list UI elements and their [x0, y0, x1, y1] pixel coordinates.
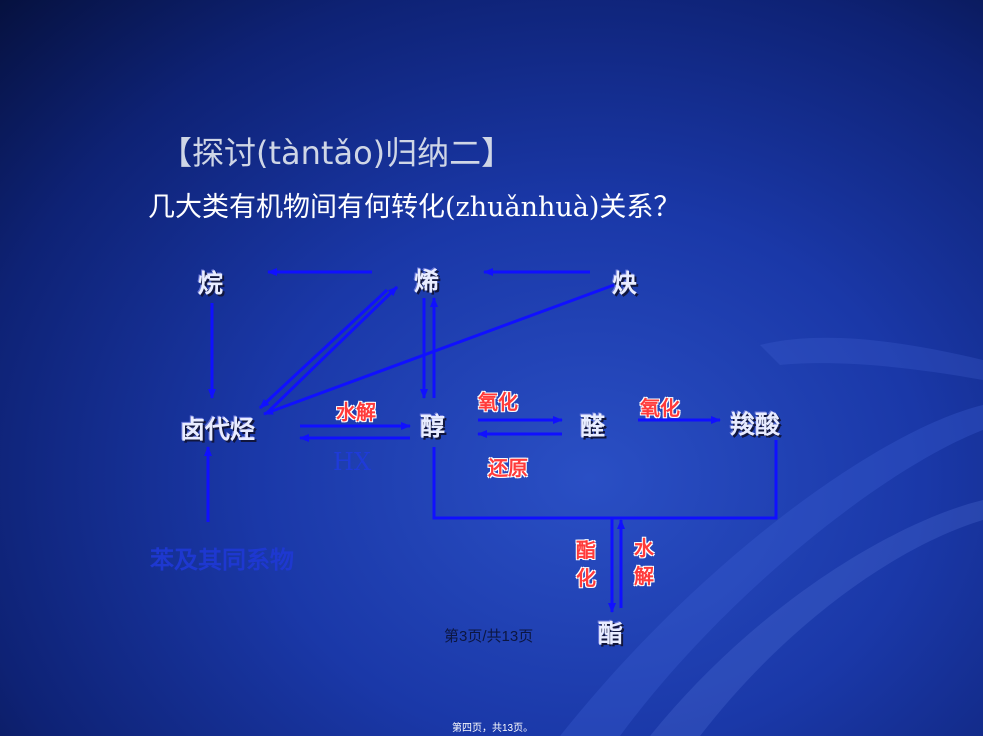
node-alcohol: 醇 — [420, 412, 446, 441]
node-alkane: 烷 — [198, 269, 224, 298]
label-hx: HX — [333, 448, 372, 476]
arrow-alkyne-to-haloalkane — [263, 283, 615, 416]
node-ester: 酯 — [598, 619, 624, 648]
node-benzene: 苯及其同系物 — [150, 546, 294, 574]
slide-question: 几大类有机物间有何转化(zhuǎnhuà)关系？ — [148, 192, 681, 223]
label-oxidation-2: 氧化 — [640, 396, 680, 420]
footer-note: 第四页，共13页。 — [452, 723, 534, 734]
label-hydrolysis: 水解 — [336, 400, 376, 424]
label-reduction: 还原 — [488, 456, 528, 480]
arrow-haloalkane-to-alkene — [268, 285, 399, 412]
slide-title: 【探讨(tàntǎo)归纳二】 — [160, 134, 514, 172]
label-oxidation-1: 氧化 — [478, 390, 518, 414]
node-haloalkane: 卤代烃 — [180, 415, 256, 444]
page-number: 第3页/共13页 — [444, 628, 534, 645]
node-alkene: 烯 — [414, 267, 440, 296]
label-ester-hydrolysis: 水解 — [634, 536, 654, 588]
link-alcohol-acid — [432, 440, 778, 520]
node-alkyne: 炔 — [612, 269, 638, 298]
label-esterification: 酯化 — [576, 538, 596, 590]
node-carboxylic-acid: 羧酸 — [730, 410, 781, 439]
node-aldehyde: 醛 — [580, 412, 606, 441]
arrow-alkene-to-haloalkane — [258, 288, 389, 410]
